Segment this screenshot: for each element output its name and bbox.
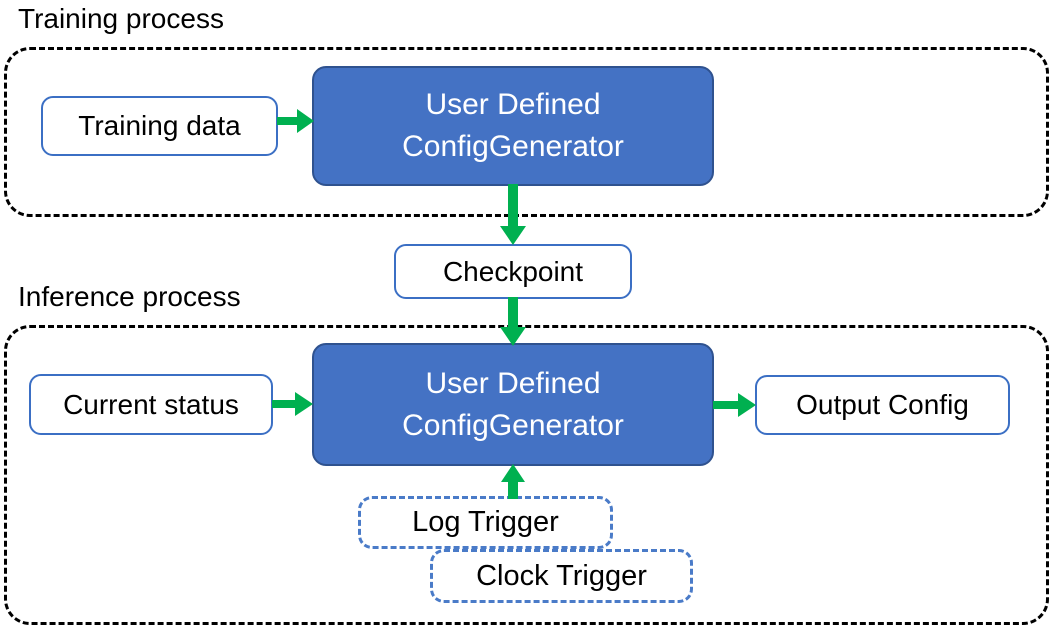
node-training-data[interactable]: Training data: [41, 96, 278, 156]
node-log-trigger-label: Log Trigger: [412, 506, 559, 538]
node-clock-trigger-label: Clock Trigger: [476, 559, 647, 592]
node-generator-training-line2: ConfigGenerator: [402, 130, 624, 163]
process-container-inference: [4, 325, 1049, 625]
node-checkpoint[interactable]: Checkpoint: [394, 244, 632, 299]
node-generator-training-line1: User Defined: [425, 88, 601, 121]
section-label-inference: Inference process: [18, 281, 241, 312]
arrow-training-data-to-generator: [277, 108, 315, 134]
node-generator-inference[interactable]: User Defined ConfigGenerator: [312, 343, 714, 466]
arrow-triggers-to-generator: [500, 464, 526, 500]
node-current-status[interactable]: Current status: [29, 374, 273, 435]
node-generator-inference-line1: User Defined: [425, 366, 601, 400]
node-output-config-label: Output Config: [796, 389, 969, 420]
node-generator-inference-line2: ConfigGenerator: [402, 408, 624, 442]
section-label-training: Training process: [18, 3, 224, 34]
arrow-current-status-to-generator: [272, 391, 314, 417]
process-container-training: [4, 47, 1049, 217]
node-checkpoint-label: Checkpoint: [442, 255, 584, 287]
arrow-checkpoint-to-generator: [499, 297, 527, 347]
node-current-status-label: Current status: [63, 388, 239, 420]
node-log-trigger[interactable]: Log Trigger: [358, 496, 613, 549]
node-training-data-label: Training data: [78, 110, 241, 141]
node-output-config[interactable]: Output Config: [755, 375, 1010, 435]
arrow-generator-to-output-config: [713, 392, 757, 418]
arrow-generator-to-checkpoint: [499, 184, 527, 246]
node-clock-trigger[interactable]: Clock Trigger: [430, 549, 693, 603]
node-generator-training[interactable]: User Defined ConfigGenerator: [312, 66, 714, 186]
